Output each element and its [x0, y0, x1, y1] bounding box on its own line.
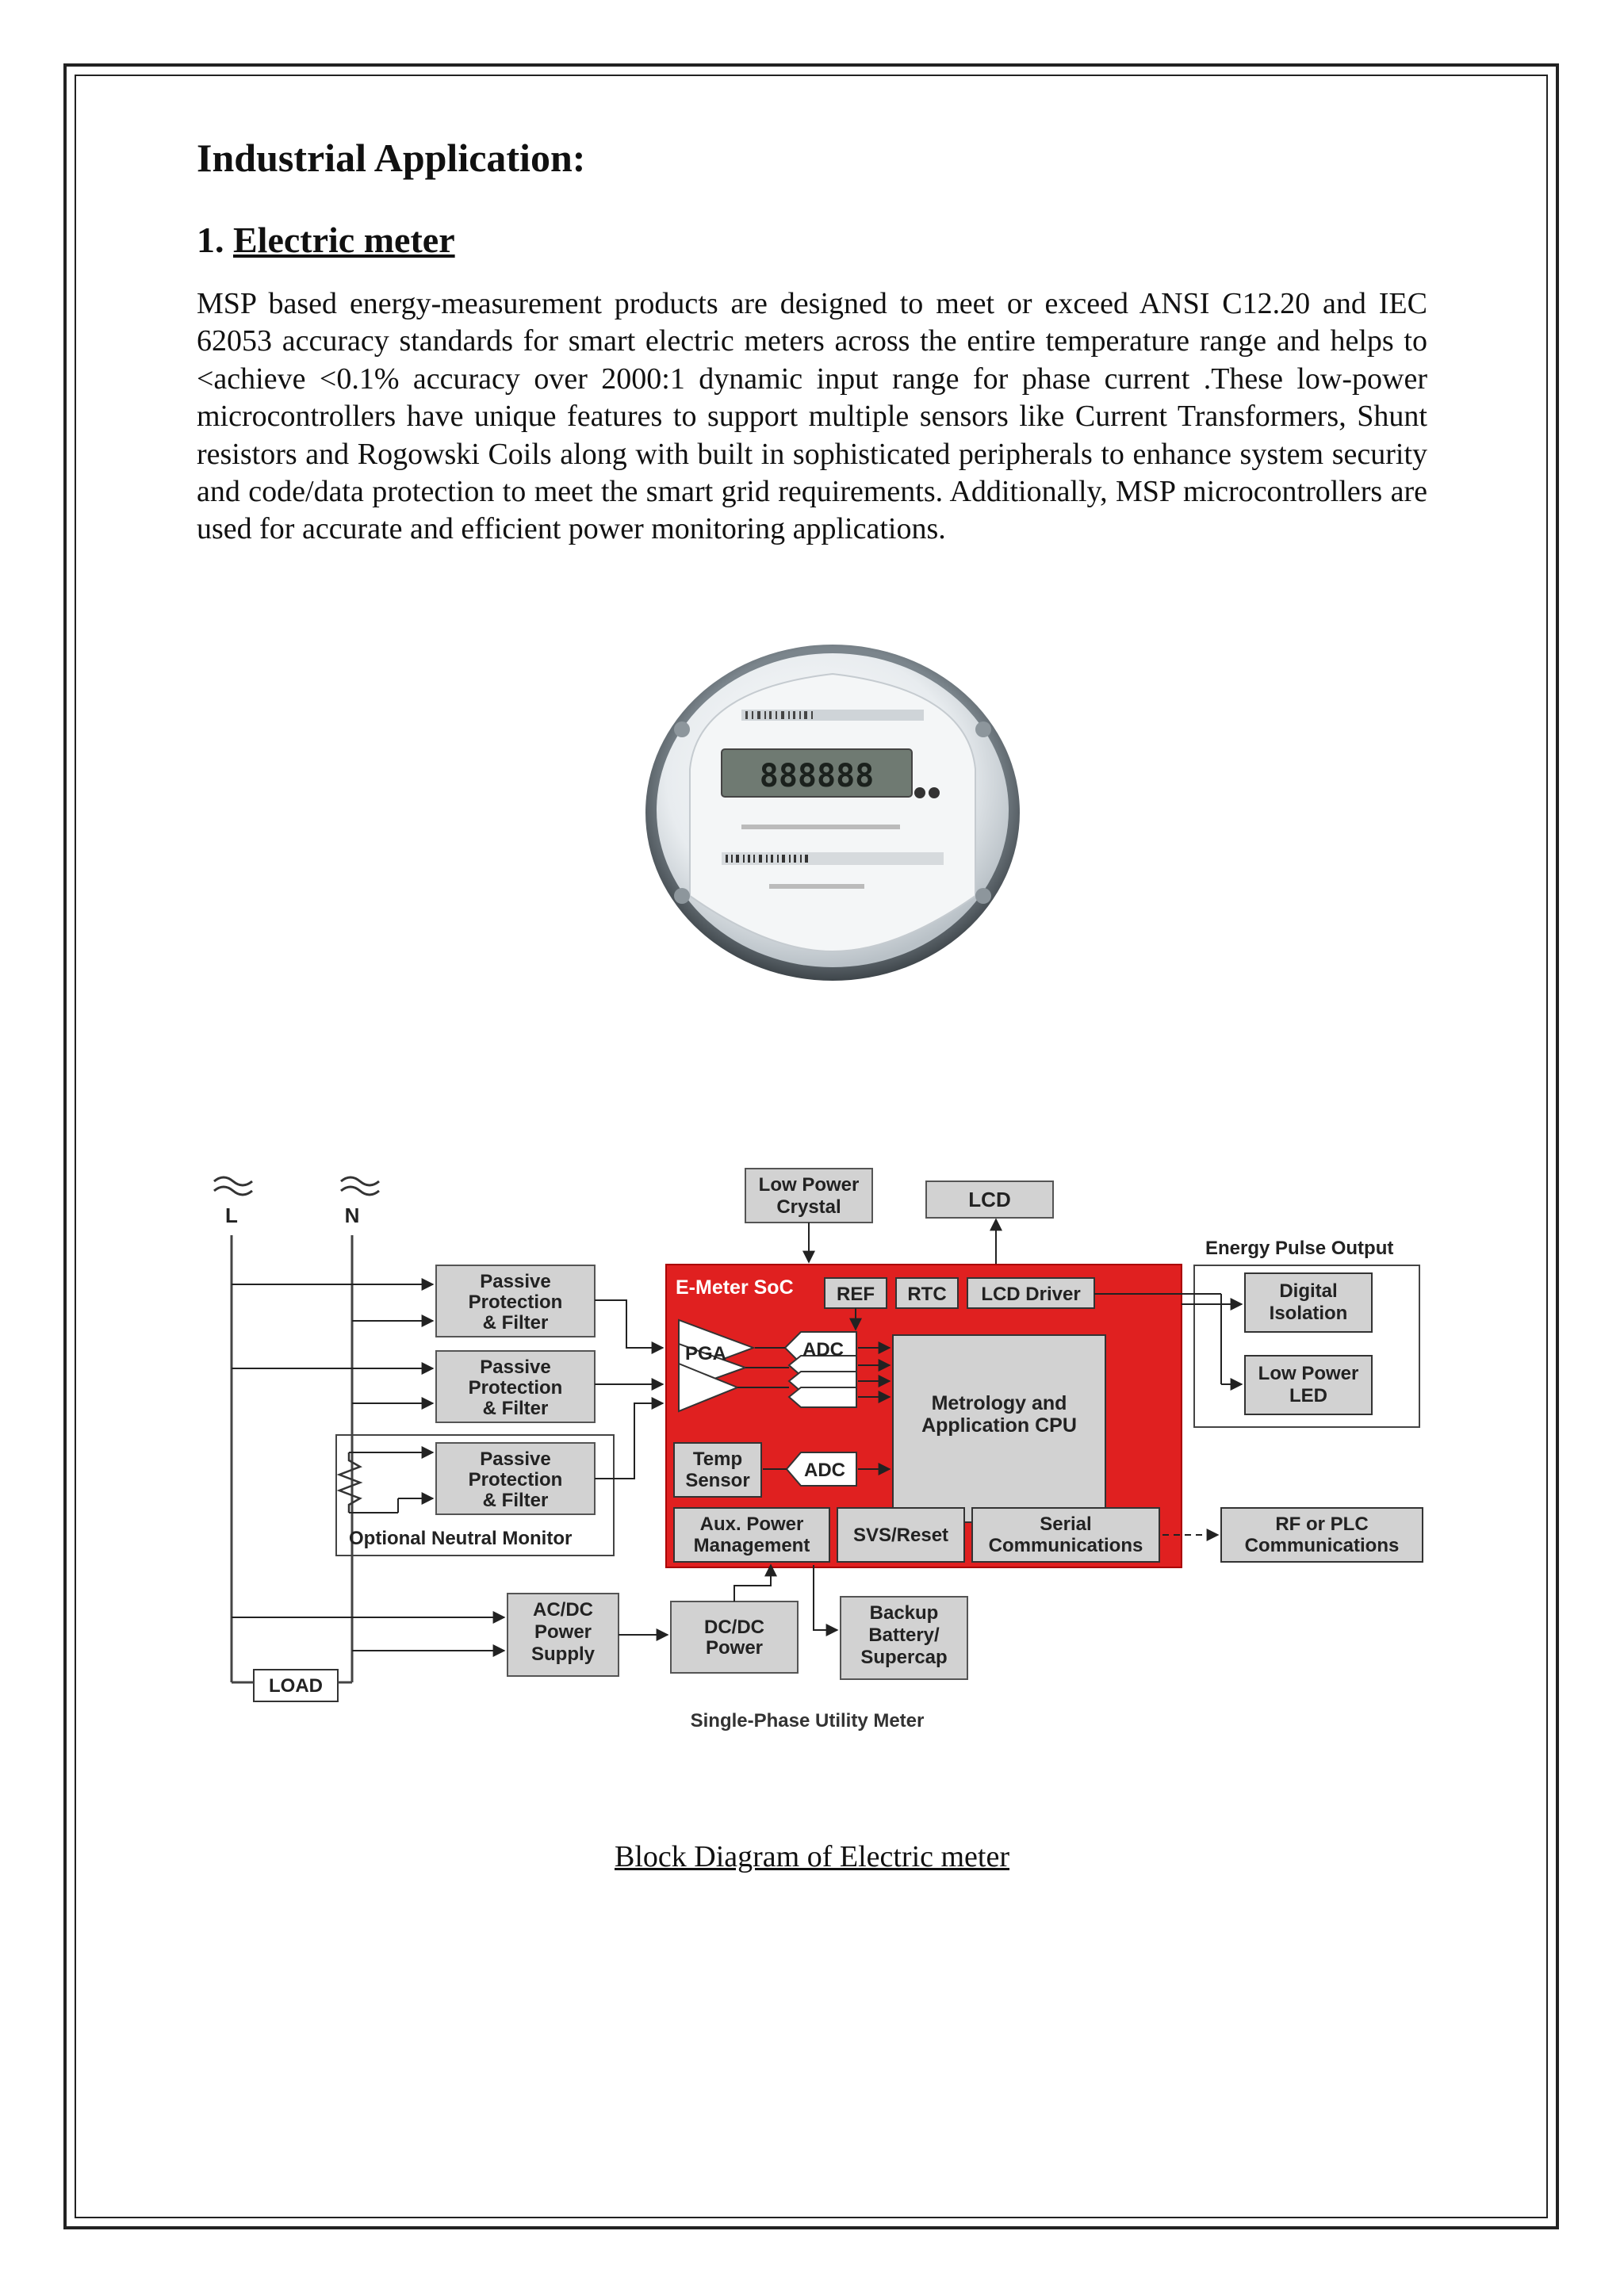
block-diagram: L N Low Power Crystal LCD E-Meter SoC RE…	[213, 1168, 1423, 1732]
passive-1-line1: Passive	[480, 1271, 550, 1292]
metrology-cpu-line1: Metrology and	[932, 1392, 1067, 1414]
energy-pulse-output-label: Energy Pulse Output	[1205, 1238, 1393, 1259]
diagram-title: Single-Phase Utility Meter	[691, 1710, 925, 1732]
backup-line3: Supercap	[860, 1647, 947, 1668]
dcdc-line1: DC/DC	[704, 1617, 764, 1638]
low-power-crystal-line2: Crystal	[776, 1196, 841, 1218]
acdc-line3: Supply	[531, 1644, 596, 1665]
soc-title: E-Meter SoC	[676, 1276, 794, 1299]
low-power-led-line1: Low Power	[1258, 1363, 1359, 1384]
figure-caption: Block Diagram of Electric meter	[614, 1840, 1009, 1873]
adc-label-2: ADC	[804, 1460, 845, 1481]
serial-comm-line1: Serial	[1040, 1513, 1091, 1535]
temp-sensor-line1: Temp	[693, 1448, 742, 1470]
metrology-cpu-line2: Application CPU	[921, 1414, 1077, 1437]
meter-display-digits: 888888	[760, 758, 875, 794]
backup-line1: Backup	[870, 1602, 939, 1624]
passive-1-line3: & Filter	[483, 1312, 549, 1334]
section-number: 1.	[197, 220, 233, 260]
section-title: Electric meter	[233, 220, 455, 260]
page-border-inner	[75, 75, 1548, 2218]
body-paragraph: MSP based energy-measurement products ar…	[197, 287, 1427, 546]
rf-plc-line2: Communications	[1245, 1535, 1400, 1556]
acdc-line2: Power	[534, 1621, 592, 1643]
label-n: N	[345, 1203, 360, 1227]
ref-label: REF	[837, 1284, 875, 1305]
aux-power-line2: Management	[694, 1535, 810, 1556]
digital-isolation-line1: Digital	[1279, 1280, 1337, 1302]
acdc-line1: AC/DC	[533, 1599, 593, 1621]
serial-comm-line2: Communications	[989, 1535, 1143, 1556]
pga-label: PGA	[685, 1343, 726, 1364]
rf-plc-line1: RF or PLC	[1275, 1513, 1368, 1535]
passive-1-line2: Protection	[469, 1292, 563, 1313]
low-power-led-line2: LED	[1289, 1385, 1327, 1406]
temp-sensor-line2: Sensor	[685, 1470, 749, 1491]
rtc-label: RTC	[907, 1284, 946, 1305]
label-l: L	[225, 1203, 238, 1227]
lcd-driver-label: LCD Driver	[981, 1284, 1080, 1305]
optional-neutral-monitor-label: Optional Neutral Monitor	[349, 1528, 572, 1549]
passive-3-line2: Protection	[469, 1469, 563, 1490]
electric-meter-photo: 888888	[645, 645, 1020, 981]
lcd-label: LCD	[968, 1188, 1010, 1211]
passive-3-line1: Passive	[480, 1448, 550, 1470]
adc-label-1: ADC	[802, 1339, 844, 1360]
section-heading: 1. Electric meter	[197, 219, 455, 261]
low-power-crystal-line1: Low Power	[759, 1174, 860, 1196]
page-border-outer	[63, 63, 1559, 2229]
aux-power-line1: Aux. Power	[700, 1513, 804, 1535]
page-heading: Industrial Application:	[197, 136, 586, 180]
passive-2-line2: Protection	[469, 1377, 563, 1399]
passive-2-line3: & Filter	[483, 1398, 549, 1419]
passive-3-line3: & Filter	[483, 1490, 549, 1511]
digital-isolation-line2: Isolation	[1270, 1303, 1348, 1324]
backup-line2: Battery/	[868, 1624, 940, 1646]
passive-2-line1: Passive	[480, 1357, 550, 1378]
svs-reset-label: SVS/Reset	[853, 1525, 948, 1546]
load-label: LOAD	[269, 1675, 323, 1697]
dcdc-line2: Power	[706, 1637, 763, 1659]
